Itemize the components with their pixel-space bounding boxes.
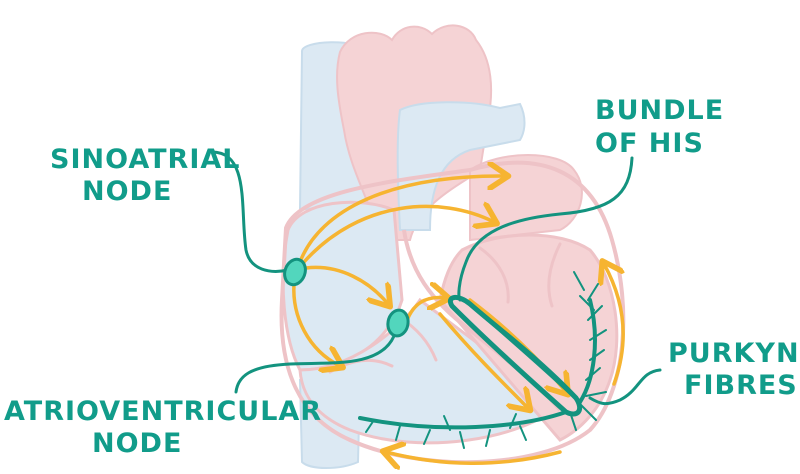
right-ventricle — [298, 297, 563, 445]
callout-line-sinoatrial — [210, 150, 290, 273]
bundle-branch-left — [468, 298, 597, 404]
arrow-sa-to-top-left-atrium — [298, 176, 505, 264]
arrow-apex-up — [604, 264, 625, 386]
arrow-bundle-down-1 — [438, 312, 528, 408]
purkyne-fibres-left — [569, 271, 607, 431]
arrow-av-to-bundle — [406, 298, 446, 320]
sinoatrial-node — [283, 257, 307, 287]
arrow-sa-to-av — [304, 265, 388, 304]
label-sinoatrial-line2: NODE — [82, 176, 172, 207]
callout-line-purkyne — [588, 368, 662, 406]
label-purkyne-line2: FIBRES — [684, 370, 798, 401]
label-bundle-line2: OF HIS — [595, 128, 704, 159]
mitral-valve — [478, 242, 562, 308]
callout-line-av — [234, 334, 396, 394]
arrow-sa-down — [292, 282, 340, 366]
label-av-line1: ATRIOVENTRICULAR — [4, 396, 322, 427]
heart-anatomy — [279, 24, 626, 469]
pulmonary-artery — [396, 101, 526, 231]
label-av-line2: NODE — [92, 428, 182, 459]
label-purkyne-line1: PURKYNE — [668, 338, 800, 369]
label-bundle-of-his: BUNDLE OF HIS — [595, 95, 724, 159]
label-purkyne-fibres: PURKYNE FIBRES — [668, 338, 800, 401]
arrow-apex-left — [386, 452, 562, 463]
label-bundle-line1: BUNDLE — [595, 95, 724, 126]
atrioventricular-node — [386, 308, 410, 338]
label-sinoatrial: SINOATRIAL NODE — [50, 144, 240, 207]
conduction-system — [210, 150, 662, 449]
bundle-branch-right — [358, 410, 568, 430]
arrow-sa-to-left-atrium — [302, 206, 494, 264]
label-atrioventricular: ATRIOVENTRICULAR NODE — [4, 396, 322, 459]
purkyne-fibres-right — [365, 413, 527, 449]
callout-line-bundle — [457, 156, 634, 302]
label-sinoatrial-line1: SINOATRIAL — [50, 144, 240, 175]
